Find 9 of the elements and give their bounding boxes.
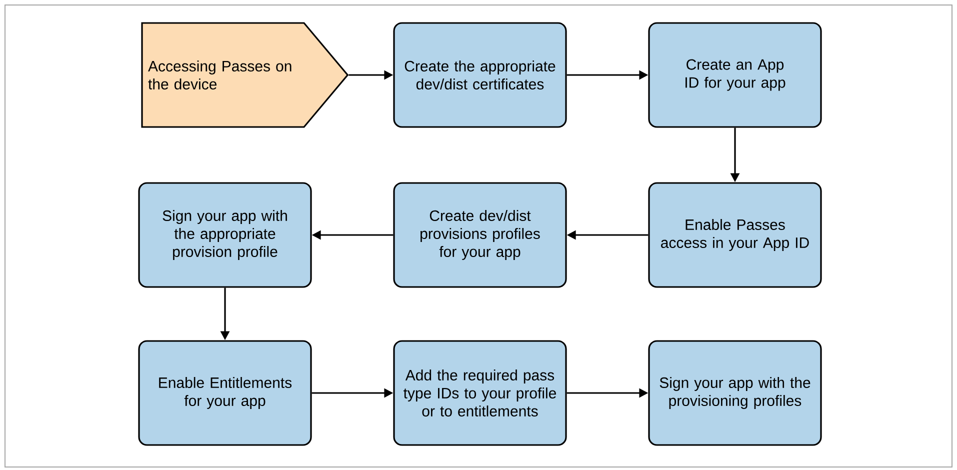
process-box: Enable Passes access in your App ID [648, 182, 822, 288]
process-box: Create the appropriate dev/dist certificates [393, 22, 567, 128]
process-box: Create an App ID for your app [648, 22, 822, 128]
process-box: Create dev/dist provisions profiles for your app [393, 182, 567, 288]
process-box: Add the required pass type IDs to your profile or to entitlements [393, 340, 567, 446]
process-box: Enable Entitlements for your app [138, 340, 312, 446]
process-box: Sign your app with the appropriate provision profile [138, 182, 312, 288]
start-pentagon: Accessing Passes on the device [141, 22, 349, 128]
process-box: Sign your app with the provisioning profiles [648, 340, 822, 446]
